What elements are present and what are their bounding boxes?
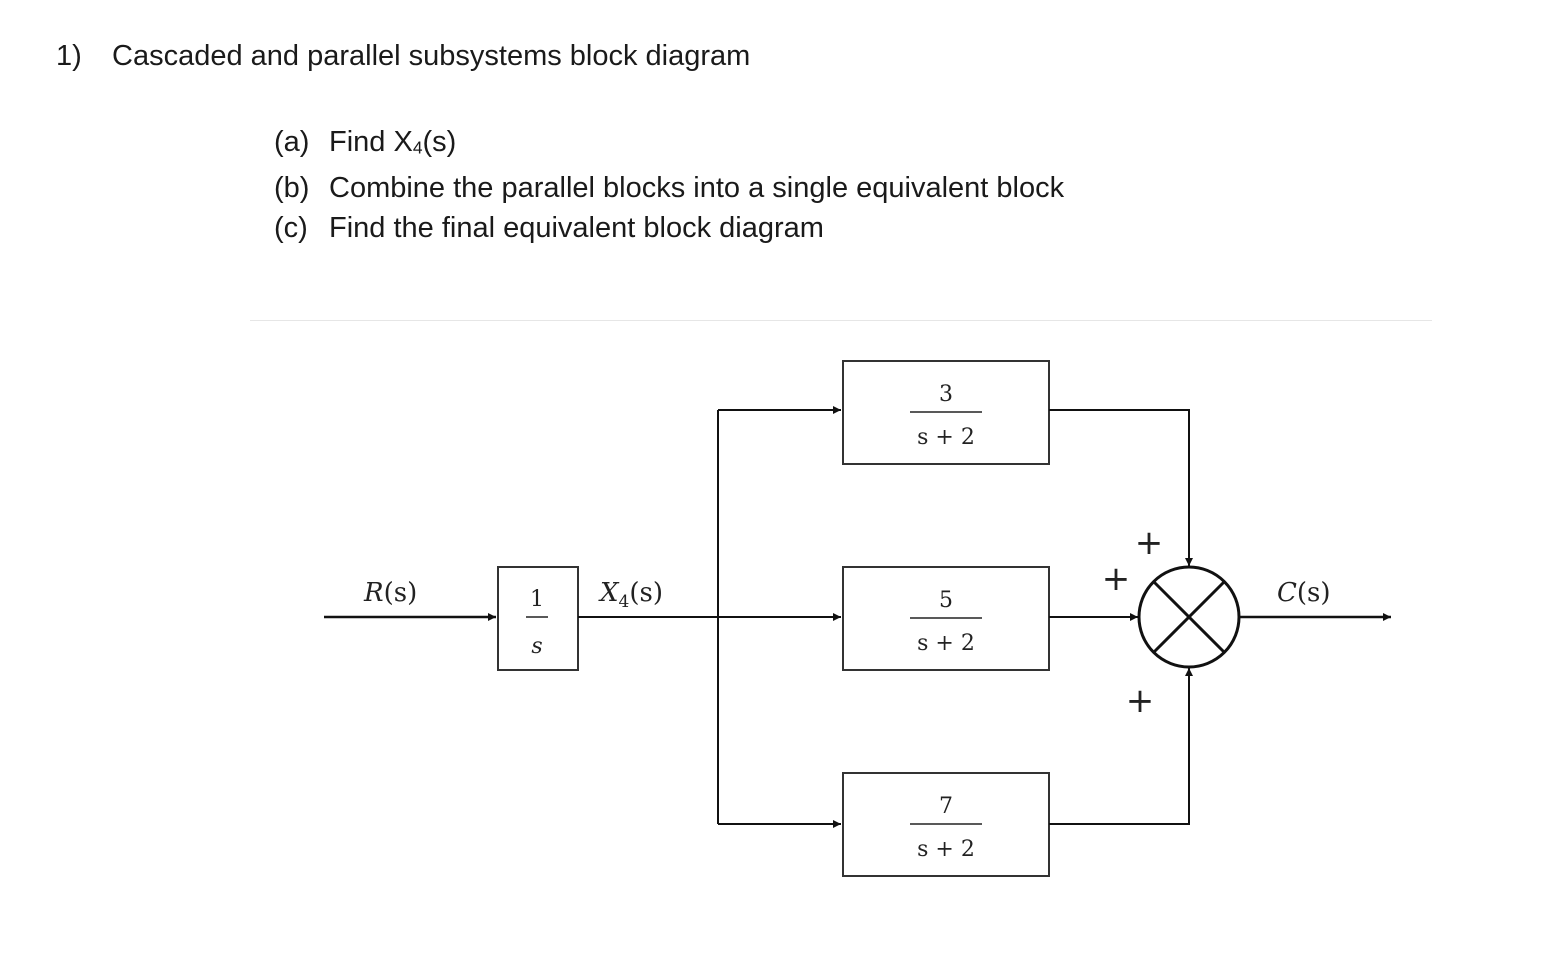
integrator-numerator: 1 [530, 587, 544, 612]
junction-sign-left: + [1102, 559, 1131, 599]
block-1-numerator: 3 [939, 382, 953, 407]
problem-title: Cascaded and parallel subsystems block d… [112, 40, 751, 72]
part-b-label: (b) [274, 171, 310, 204]
integrator-block [497, 566, 579, 671]
input-signal-label: R(s) [363, 578, 417, 608]
part-b-text: Combine the parallel blocks into a singl… [329, 171, 1065, 204]
block-3-numerator: 7 [939, 794, 953, 819]
part-a: (a) Find X4(s) [274, 122, 1064, 168]
part-c-label: (c) [274, 211, 308, 244]
junction-sign-bottom: + [1126, 681, 1155, 721]
part-a-text: Find X4(s) [329, 126, 457, 158]
block-1-denominator: s + 2 [917, 425, 975, 450]
block-2-numerator: 5 [939, 588, 953, 613]
problem-heading: 1) Cascaded and parallel subsystems block… [56, 40, 750, 73]
block-3-output-line [1049, 668, 1193, 825]
problem-number: 1) [56, 40, 82, 72]
block-1-output-line [1049, 409, 1193, 566]
block-3-denominator: s + 2 [917, 837, 975, 862]
output-signal-label: C(s) [1277, 578, 1331, 608]
integrator-denominator: s [531, 634, 542, 659]
part-a-label: (a) [274, 126, 310, 158]
summing-junction [1137, 565, 1241, 669]
part-c: (c) Find the final equivalent block diagr… [274, 208, 1064, 248]
intermediate-signal-label: X4(s) [598, 578, 663, 612]
section-divider [250, 320, 1432, 321]
part-b: (b) Combine the parallel blocks into a si… [274, 168, 1064, 208]
junction-sign-top: + [1135, 523, 1164, 563]
part-c-text: Find the final equivalent block diagram [329, 211, 824, 244]
block-2-denominator: s + 2 [917, 631, 975, 656]
problem-parts: (a) Find X4(s) (b) Combine the parallel bl… [274, 122, 1064, 248]
